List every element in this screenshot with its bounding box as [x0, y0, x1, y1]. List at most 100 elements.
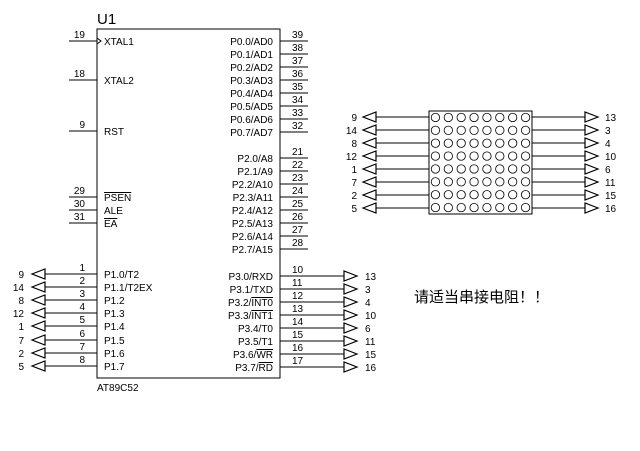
net-label: 1 — [351, 165, 357, 176]
pin-label: P3.5/T1 — [238, 337, 273, 348]
pin-number: 3 — [79, 289, 85, 300]
led-r3-c5 — [482, 138, 492, 148]
net-arrow — [30, 307, 46, 319]
led-r6-c3 — [456, 177, 466, 187]
led-r1-c7 — [508, 112, 518, 123]
net-label: 16 — [365, 363, 377, 374]
pin-label-overline: RD — [259, 363, 273, 374]
led-r3-c6 — [495, 138, 505, 148]
net-label: 9 — [18, 270, 24, 281]
pin-label-prefix: P3.2/ — [228, 298, 252, 309]
matrix-right-net-13: 13 — [532, 111, 617, 124]
pin-number: 15 — [292, 330, 304, 341]
net-arrow — [30, 294, 46, 306]
net-arrow — [30, 268, 46, 280]
led-r6-c5 — [482, 177, 492, 187]
led-r8-c5 — [482, 202, 492, 213]
pin-number: 11 — [292, 278, 303, 289]
led-r3-c7 — [508, 138, 518, 148]
matrix-right-net-15: 15 — [532, 189, 617, 202]
led-r7-c3 — [456, 190, 466, 200]
pin-number: 10 — [292, 265, 304, 276]
led-r1-c1 — [430, 112, 441, 123]
pin-number: 4 — [79, 302, 85, 313]
pin-label-prefix: P3.6/ — [233, 350, 257, 361]
pin-number: 26 — [292, 212, 304, 223]
pin-label: P3.3/INT1 — [228, 311, 273, 322]
pin-number: 19 — [74, 30, 86, 41]
pin-label: P2.1/A9 — [237, 167, 273, 178]
net-arrow — [30, 347, 46, 359]
pin-label: RST — [104, 127, 124, 138]
led-r2-c1 — [430, 125, 441, 135]
led-r5-c2 — [443, 164, 453, 174]
net-arrow — [584, 176, 600, 188]
pin-label: P0.7/AD7 — [230, 128, 273, 139]
pin-number: 17 — [292, 356, 304, 367]
led-r2-c8 — [520, 125, 531, 135]
led-r7-c1 — [430, 190, 441, 200]
pin-label: P0.6/AD6 — [230, 115, 273, 126]
pin-7: 7P1.62 — [18, 342, 125, 360]
net-arrow — [343, 309, 359, 321]
matrix-left-net-5: 5 — [351, 202, 429, 215]
pin-number: 18 — [74, 69, 86, 80]
led-r8-c2 — [443, 202, 453, 213]
pin-number: 21 — [292, 147, 304, 158]
pin-label: P1.5 — [104, 336, 125, 347]
net-label: 7 — [351, 178, 357, 189]
matrix-right-net-6: 6 — [532, 163, 611, 176]
pin-number: 8 — [79, 355, 85, 366]
matrix-left-net-1: 1 — [351, 163, 429, 176]
pin-number: 12 — [292, 291, 304, 302]
pin-number: 23 — [292, 173, 304, 184]
pin-label-overline: INT1 — [251, 311, 273, 322]
pin-6: 6P1.57 — [18, 329, 125, 347]
led-r1-c4 — [469, 112, 479, 123]
pin-number: 37 — [292, 56, 304, 67]
led-r5-c5 — [482, 164, 492, 174]
net-arrow — [343, 296, 359, 308]
pin-label: P3.4/T0 — [238, 324, 273, 335]
led-r7-c2 — [443, 190, 453, 200]
pin-number: 39 — [292, 30, 304, 41]
pin-label: P3.6/WR — [233, 350, 273, 361]
pin-label-overline: WR — [256, 350, 273, 361]
net-arrow — [30, 281, 46, 293]
net-label: 10 — [365, 311, 377, 322]
net-arrow — [361, 189, 377, 201]
chip-left-pins: 19XTAL118XTAL29RST29PSEN30ALE31EA1P1.0/T… — [13, 30, 153, 373]
pin-label: PSEN — [104, 193, 131, 204]
net-label: 10 — [605, 152, 617, 163]
pin-label: XTAL2 — [104, 76, 134, 87]
net-label: 4 — [605, 139, 611, 150]
led-r7-c5 — [482, 190, 492, 200]
pin-number: 33 — [292, 108, 304, 119]
pin-label: P0.2/AD2 — [230, 63, 273, 74]
led-r4-c4 — [469, 151, 479, 161]
led-r6-c7 — [508, 177, 518, 187]
led-r2-c6 — [495, 125, 505, 135]
led-r5-c1 — [430, 164, 441, 174]
pin-label: P1.6 — [104, 349, 125, 360]
pin-number: 5 — [79, 315, 85, 326]
net-arrow — [584, 150, 600, 162]
pin-number: 30 — [74, 199, 86, 210]
chip-part: AT89C52 — [97, 383, 139, 394]
led-r6-c8 — [520, 177, 531, 187]
pin-label: P0.5/AD5 — [230, 102, 273, 113]
